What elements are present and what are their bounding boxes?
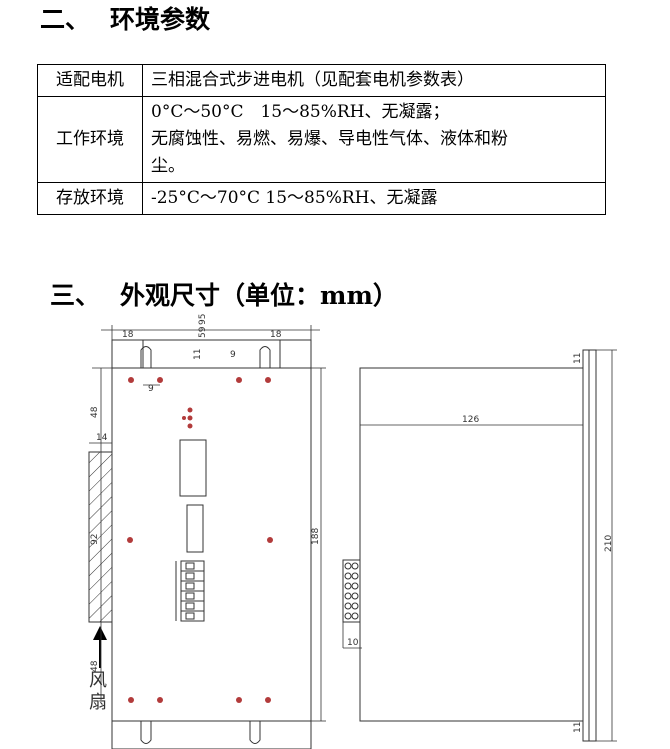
dim-label: 95 (198, 314, 208, 325)
front-view (88, 325, 326, 749)
section-2-heading: 二、环境参数 (40, 0, 210, 36)
dim-label: 92 (90, 534, 100, 545)
display-window (179, 439, 207, 497)
mount-slot (249, 721, 261, 744)
hole (236, 697, 242, 703)
row-line: -25°C～70°C 15～85%RH、无凝露 (151, 188, 438, 208)
arrow-head (93, 626, 107, 640)
row-key: 存放环境 (37, 182, 143, 215)
fan-label-char: 风 (89, 670, 107, 691)
environment-table: 适配电机 三相混合式步进电机（见配套电机参数表） 工作环境 0°C～50°C 1… (37, 64, 606, 215)
section-title: 环境参数 (110, 5, 211, 34)
row-value: 0°C～50°C 15～85%RH、无凝露； 无腐蚀性、易燃、易爆、导电性气体、… (142, 96, 606, 183)
hole (128, 697, 134, 703)
side-view (342, 349, 617, 742)
dim-label: 59 (198, 326, 208, 338)
row-line: 0°C～50°C 15～85%RH、无凝露； (151, 102, 450, 122)
hole (157, 377, 163, 383)
dim-label: 11 (573, 353, 583, 364)
dim-label: 48 (90, 660, 100, 672)
row-line: 尘。 (151, 156, 185, 176)
row-line: 无腐蚀性、易燃、易爆、导电性气体、液体和粉 (151, 129, 508, 149)
section-title: 外观尺寸（单位：mm） (120, 281, 398, 310)
table-row: 工作环境 0°C～50°C 15～85%RH、无凝露； 无腐蚀性、易燃、易爆、导… (37, 96, 606, 183)
dim-label: 9 (148, 384, 154, 394)
dim-label: 9 (230, 350, 236, 360)
dim-label: 18 (122, 330, 134, 340)
table-row: 存放环境 -25°C～70°C 15～85%RH、无凝露 (37, 182, 606, 215)
driver-body-outline (111, 367, 312, 722)
hole (265, 377, 271, 383)
dim-label: 11 (193, 349, 203, 360)
section-3-heading: 三、外观尺寸（单位：mm） (50, 276, 398, 312)
dim-label: 48 (90, 406, 100, 418)
led (187, 423, 193, 429)
dim-label: 210 (604, 535, 614, 552)
led (182, 416, 186, 420)
side-dimension-labels: 126 210 11 11 10 (347, 353, 614, 733)
row-key: 适配电机 (37, 64, 143, 97)
led (187, 407, 193, 413)
terminal-connector (342, 559, 361, 623)
dim-label: 18 (270, 330, 282, 340)
mount-slot (259, 346, 271, 368)
front-dimension-labels: 95 59 18 18 11 9 9 48 14 92 48 188 (90, 314, 321, 672)
dim-label: 11 (573, 722, 583, 733)
mount-slot (140, 721, 152, 744)
row-key: 工作环境 (37, 96, 143, 183)
hole (236, 377, 242, 383)
section-number: 三、 (50, 281, 101, 310)
fan-label-char: 扇 (89, 692, 107, 713)
status-window (186, 504, 204, 553)
hole (265, 697, 271, 703)
hole (267, 537, 273, 543)
dim-label: 126 (462, 415, 479, 425)
led (187, 415, 193, 421)
top-mounting-tab (111, 339, 312, 368)
hole (157, 697, 163, 703)
hole (128, 377, 134, 383)
row-line: 三相混合式步进电机（见配套电机参数表） (151, 70, 474, 90)
section-number: 二、 (40, 5, 91, 34)
dim-label: 10 (347, 638, 359, 648)
mount-slot (140, 346, 152, 368)
dim-label: 14 (96, 433, 108, 443)
hole (127, 537, 133, 543)
dim-label: 188 (311, 528, 321, 545)
mounting-holes (127, 377, 273, 703)
row-value: -25°C～70°C 15～85%RH、无凝露 (142, 182, 606, 215)
bottom-mounting-tab (111, 721, 312, 749)
